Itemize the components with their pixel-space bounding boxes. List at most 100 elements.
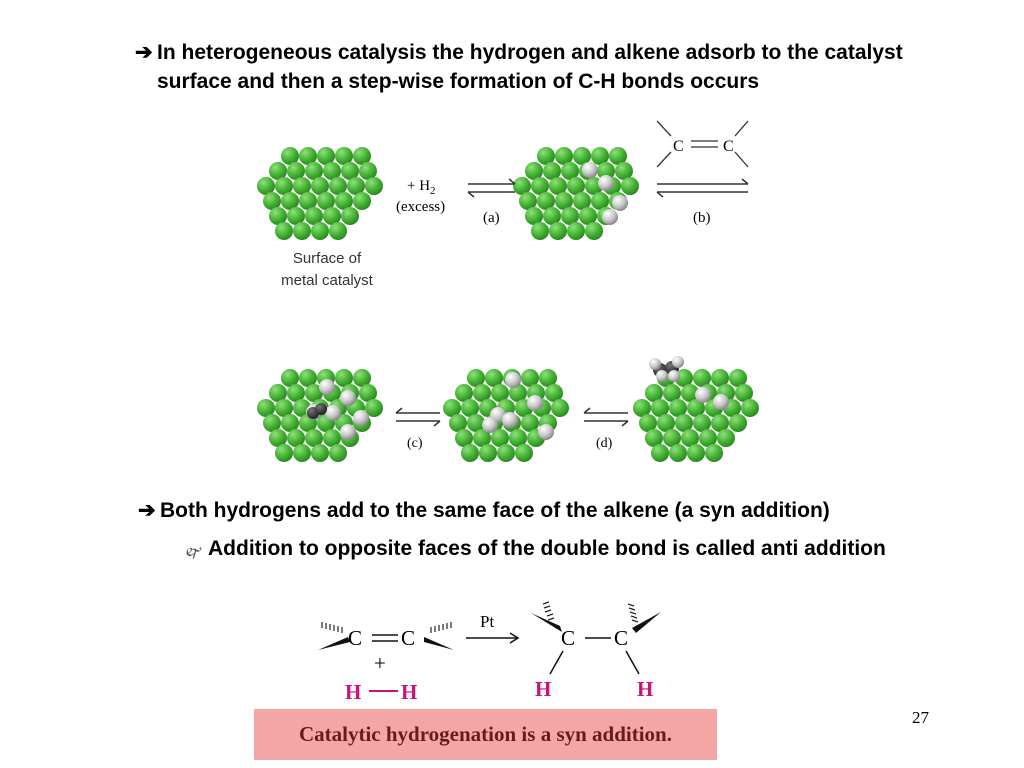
cluster-d-atom: [497, 444, 515, 462]
cluster-e-atom: [681, 429, 699, 447]
cluster-c-atom: [269, 429, 287, 447]
cluster-d-atom: [461, 399, 479, 417]
hydrogen-atom: [319, 379, 335, 395]
cluster-surface-atom: [257, 177, 275, 195]
solid-wedge-right: [424, 637, 454, 650]
cluster-surface-atom: [293, 177, 311, 195]
cluster-a-atom: [519, 192, 537, 210]
cluster-a-atom: [621, 177, 639, 195]
cluster-d-atom: [551, 399, 569, 417]
cluster-a-atom: [537, 147, 555, 165]
cluster-surface-atom: [311, 222, 329, 240]
cluster-e-atom: [729, 414, 747, 432]
cluster-d-atom: [473, 384, 491, 402]
cluster-e-atom: [657, 414, 675, 432]
hydrogen-atom: [502, 412, 518, 428]
cluster-e-atom: [699, 429, 717, 447]
reagent-excess: (excess): [396, 199, 445, 215]
cluster-surface-atom: [269, 162, 287, 180]
cluster-surface-atom: [287, 162, 305, 180]
bullet-heterogeneous-catalysis: ➔ In heterogeneous catalysis the hydroge…: [135, 38, 977, 96]
cluster-d-atom: [443, 399, 461, 417]
cluster-surface-atom: [323, 207, 341, 225]
cluster-surface-atom: [335, 147, 353, 165]
cluster-e-atom: [735, 384, 753, 402]
cluster-surface-atom: [329, 177, 347, 195]
cluster-d-atom: [491, 384, 509, 402]
reagent-h2: + H2: [407, 178, 436, 197]
hashed-wedge-left: [321, 622, 343, 633]
cluster-surface-atom: [317, 147, 335, 165]
equilibrium-arrow-a: [467, 178, 516, 198]
cluster-a-atom: [537, 192, 555, 210]
cluster-c-atom: [359, 384, 377, 402]
cluster-d-atom: [479, 444, 497, 462]
cluster-c-atom: [269, 384, 287, 402]
cluster-d-atom: [521, 369, 539, 387]
cluster-c-atom: [257, 399, 275, 417]
cluster-c-atom: [305, 384, 323, 402]
cluster-e-atom: [729, 369, 747, 387]
alkene-carbon-right: C: [723, 138, 734, 155]
cluster-surface-atom: [281, 192, 299, 210]
cluster-surface-atom: [305, 207, 323, 225]
hydrogen-atom: [538, 424, 554, 440]
cluster-surface-atom: [275, 177, 293, 195]
sub-bullet-icon: 🙰: [184, 543, 204, 561]
hydrogen-atom: [668, 370, 680, 382]
cluster-c-atom: [281, 414, 299, 432]
product-solid-wedge-right: [632, 612, 661, 633]
reaction-scheme: C C + H H Pt C C: [318, 601, 661, 704]
surface-label-line2: metal catalyst: [281, 272, 374, 289]
hydrogen-atom: [656, 370, 668, 382]
cluster-surface-atom: [353, 147, 371, 165]
hydrogen-atom: [582, 162, 598, 178]
cluster-e-atom: [669, 444, 687, 462]
cluster-a-atom: [525, 162, 543, 180]
cluster-surface-atom: [263, 192, 281, 210]
cluster-d-atom: [473, 429, 491, 447]
hydrogen-atom: [340, 424, 356, 440]
cluster-d-atom: [509, 384, 527, 402]
cluster-e-atom: [705, 444, 723, 462]
reactant-carbon-right: C: [401, 626, 415, 650]
cluster-e-atom: [687, 399, 705, 417]
hydrogen-atom: [672, 356, 684, 368]
hydrogen-atom: [527, 395, 543, 411]
product-h-right: H: [637, 677, 653, 701]
cluster-a-atom: [531, 177, 549, 195]
cluster-surface-atom: [299, 192, 317, 210]
reagent-h-right: H: [401, 680, 417, 704]
cluster-surface-atom: [275, 222, 293, 240]
cluster-e-atom: [717, 429, 735, 447]
hydrogen-atom: [505, 372, 521, 388]
cluster-a-atom: [543, 207, 561, 225]
cluster-surface-atom: [341, 162, 359, 180]
cluster-c-atom: [365, 399, 383, 417]
cluster-e-atom: [651, 399, 669, 417]
carbon-atom: [315, 403, 327, 415]
product-carbon-right: C: [614, 626, 628, 650]
cluster-a-atom: [585, 222, 603, 240]
cluster-c-atom: [281, 369, 299, 387]
cluster-a-atom: [561, 162, 579, 180]
step-label-a: (a): [483, 210, 500, 226]
hydrogen-atom: [353, 410, 369, 426]
cluster-d-atom: [515, 444, 533, 462]
cluster-a-atom: [567, 177, 585, 195]
cluster-c-atom: [305, 429, 323, 447]
cluster-c-atom: [287, 429, 305, 447]
hydrogen-atom: [695, 387, 711, 403]
cluster-a-atom: [573, 192, 591, 210]
cluster-a-atom: [579, 207, 597, 225]
cluster-surface-atom: [341, 207, 359, 225]
cluster-surface-atom: [269, 207, 287, 225]
product-h-left: H: [535, 677, 551, 701]
cluster-a-atom: [549, 177, 567, 195]
caption-box: Catalytic hydrogenation is a syn additio…: [254, 709, 717, 760]
cluster-d-atom: [491, 429, 509, 447]
sub-bullet-anti-addition: 🙰 Addition to opposite faces of the doub…: [184, 534, 968, 563]
cluster-surface-atom: [299, 147, 317, 165]
cluster-e-atom: [711, 369, 729, 387]
cluster-a-atom: [549, 222, 567, 240]
